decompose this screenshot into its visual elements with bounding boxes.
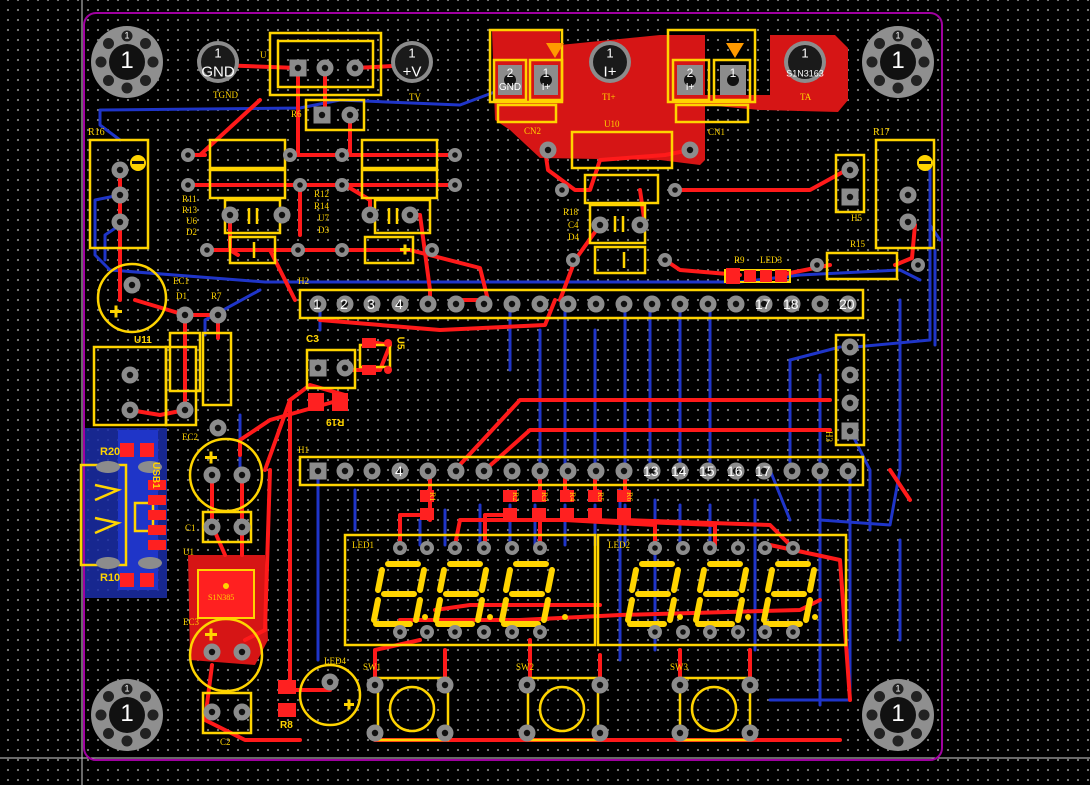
switch-sw1[interactable] [378,678,448,740]
display-led1[interactable] [345,535,595,645]
display-led2[interactable] [598,535,846,645]
header-h1[interactable] [300,457,863,485]
switch-sw3[interactable] [680,678,750,740]
header-h2[interactable] [300,290,863,318]
digit-1 [371,561,427,627]
usb-connector[interactable] [81,465,126,565]
switch-sw2[interactable] [528,678,598,740]
